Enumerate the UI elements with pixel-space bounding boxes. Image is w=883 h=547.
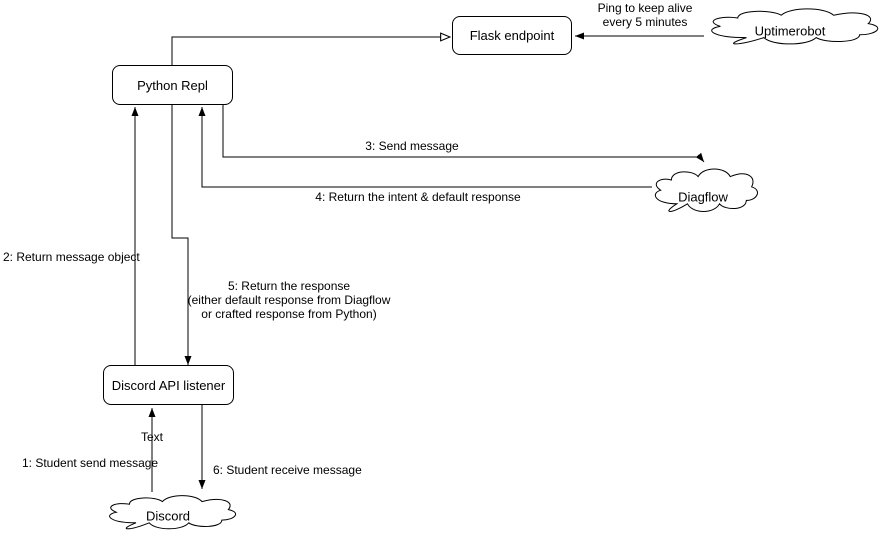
edge-step5-return-response — [171, 105, 192, 365]
edge-label-text: Text — [140, 430, 164, 444]
edge-label-step3: 3: Send message — [365, 139, 459, 153]
edge-label-step4: 4: Return the intent & default response — [315, 190, 521, 204]
edge-step3-send-message — [222, 105, 705, 163]
edge-label-step2: 2: Return message object — [3, 250, 140, 264]
python-repl-node: Python Repl — [112, 65, 233, 105]
discord-api-listener-label: Discord API listener — [111, 377, 226, 393]
flask-endpoint-label: Flask endpoint — [469, 28, 555, 43]
edge-label-step6: 6: Student receive message — [213, 463, 362, 477]
discord-cloud — [109, 495, 237, 530]
edge-label-ping: Ping to keep alive every 5 minutes — [597, 1, 693, 29]
python-repl-label: Python Repl — [137, 77, 208, 93]
uptimerobot-cloud — [711, 8, 879, 45]
edge-pythonrepl-to-flask — [171, 37, 450, 65]
diagflow-cloud — [654, 168, 758, 212]
edge-label-step1: 1: Student send message — [22, 456, 159, 470]
discord-api-listener-node: Discord API listener — [103, 365, 234, 405]
diagflow-label: Diagflow — [678, 189, 728, 205]
edge-label-step5: 5: Return the response (either default r… — [187, 279, 391, 321]
flask-endpoint-node: Flask endpoint — [452, 16, 572, 55]
discord-label: Discord — [145, 508, 191, 524]
uptimerobot-label: Uptimerobot — [754, 23, 826, 39]
edge-step4-return-intent — [198, 107, 652, 188]
